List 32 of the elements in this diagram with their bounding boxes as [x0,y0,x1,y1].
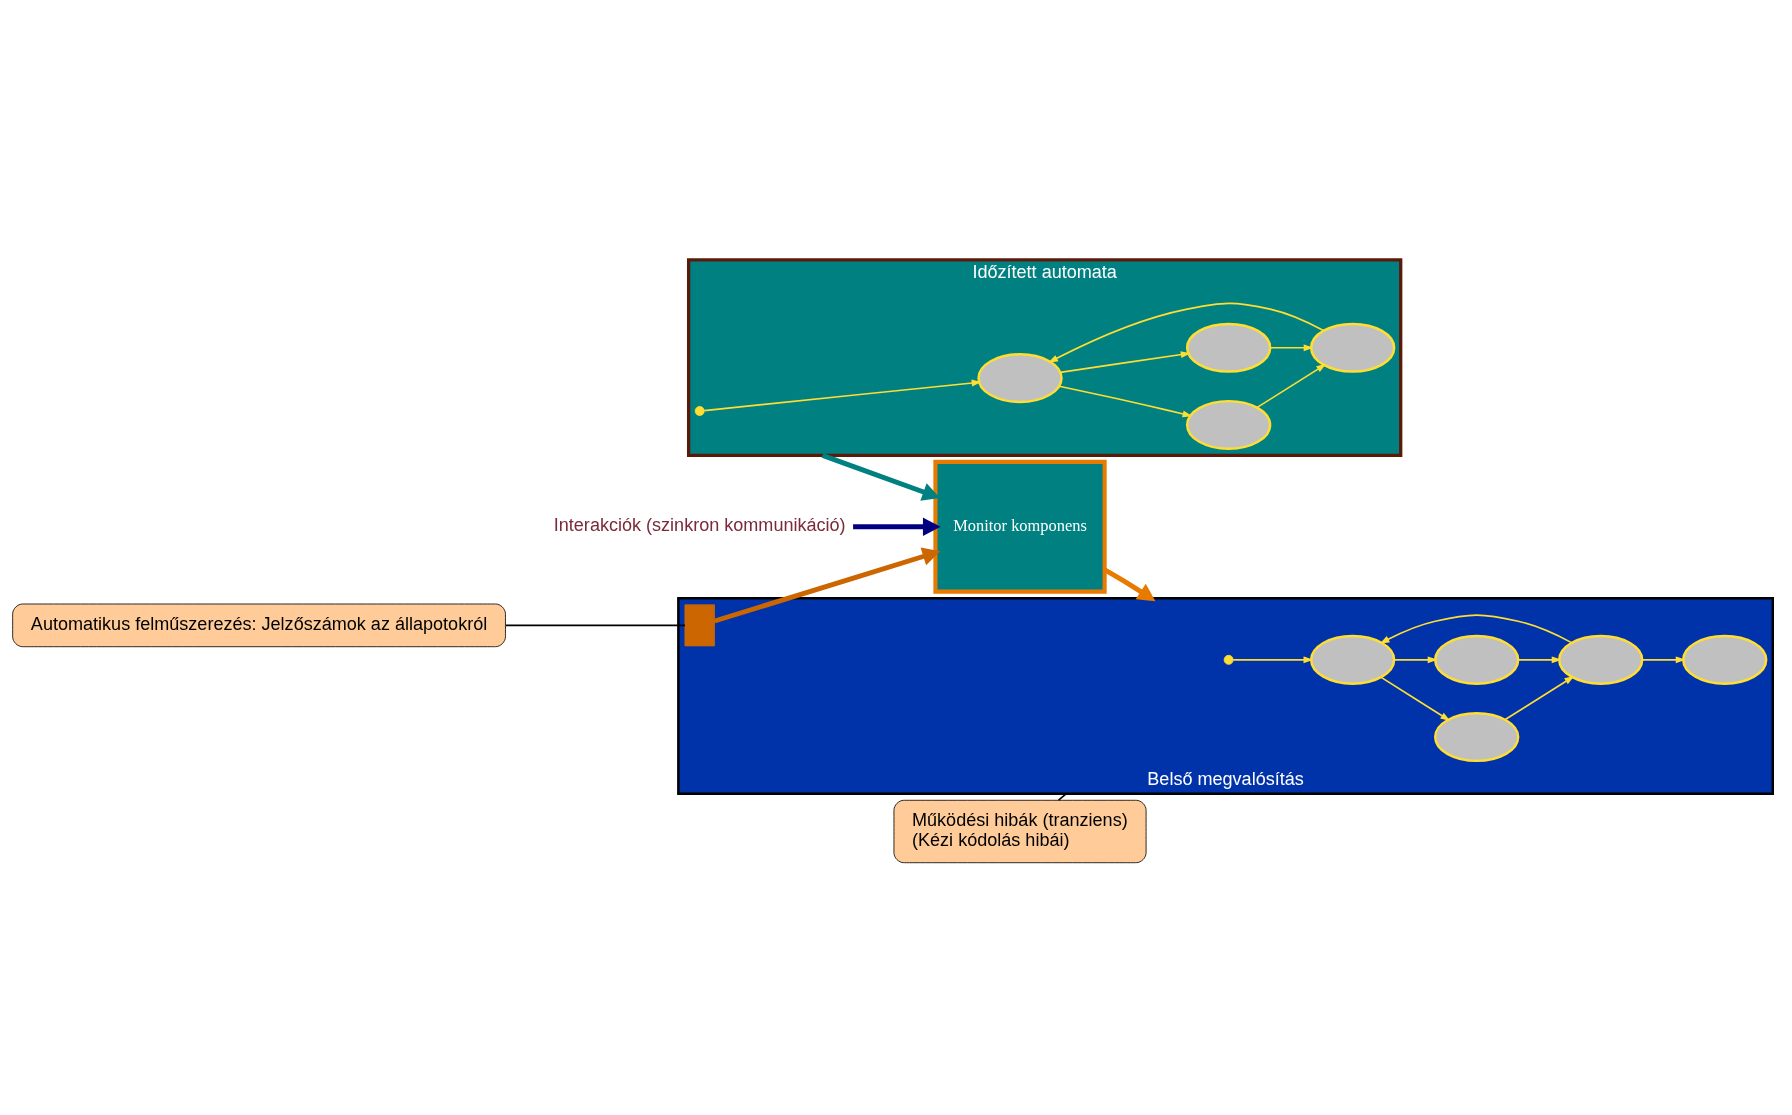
arrow [1379,613,1573,644]
arrow [1504,675,1575,720]
connector [504,624,686,626]
node-box [684,603,715,646]
arrow [713,547,941,623]
arrow [821,452,941,501]
arrow [1058,384,1193,417]
connector [1057,792,1068,801]
arrow [1048,302,1325,363]
arrow [1269,343,1314,351]
node-ellipse [1434,634,1520,685]
node-circle [694,405,705,416]
node-box: Működési hibák (tranziens) (Kézi kódolás hibái) [893,799,1147,863]
arrow [1380,676,1451,721]
arrow [1256,363,1327,408]
arrow [1103,567,1156,601]
arrow [1059,350,1191,373]
arrow [853,517,941,536]
arrow [1517,655,1562,663]
node-ellipse [1682,634,1768,685]
arrow [1641,655,1686,663]
node-ellipse [1185,399,1272,450]
arrow [1232,655,1314,663]
cluster: Belső megvalósítás [677,596,1774,795]
node-circle [1223,654,1234,665]
cluster: Időzített automata [686,257,1403,457]
node-text: Interakciók (szinkron kommunikáció) [553,514,846,535]
node-box: Automatikus felműszerezés: Jelzőszámok az állapotokról [12,603,506,647]
node-ellipse [1185,322,1272,373]
arrow [1393,655,1438,663]
arrow [703,379,982,411]
node-box: Monitor komponens [933,459,1107,594]
